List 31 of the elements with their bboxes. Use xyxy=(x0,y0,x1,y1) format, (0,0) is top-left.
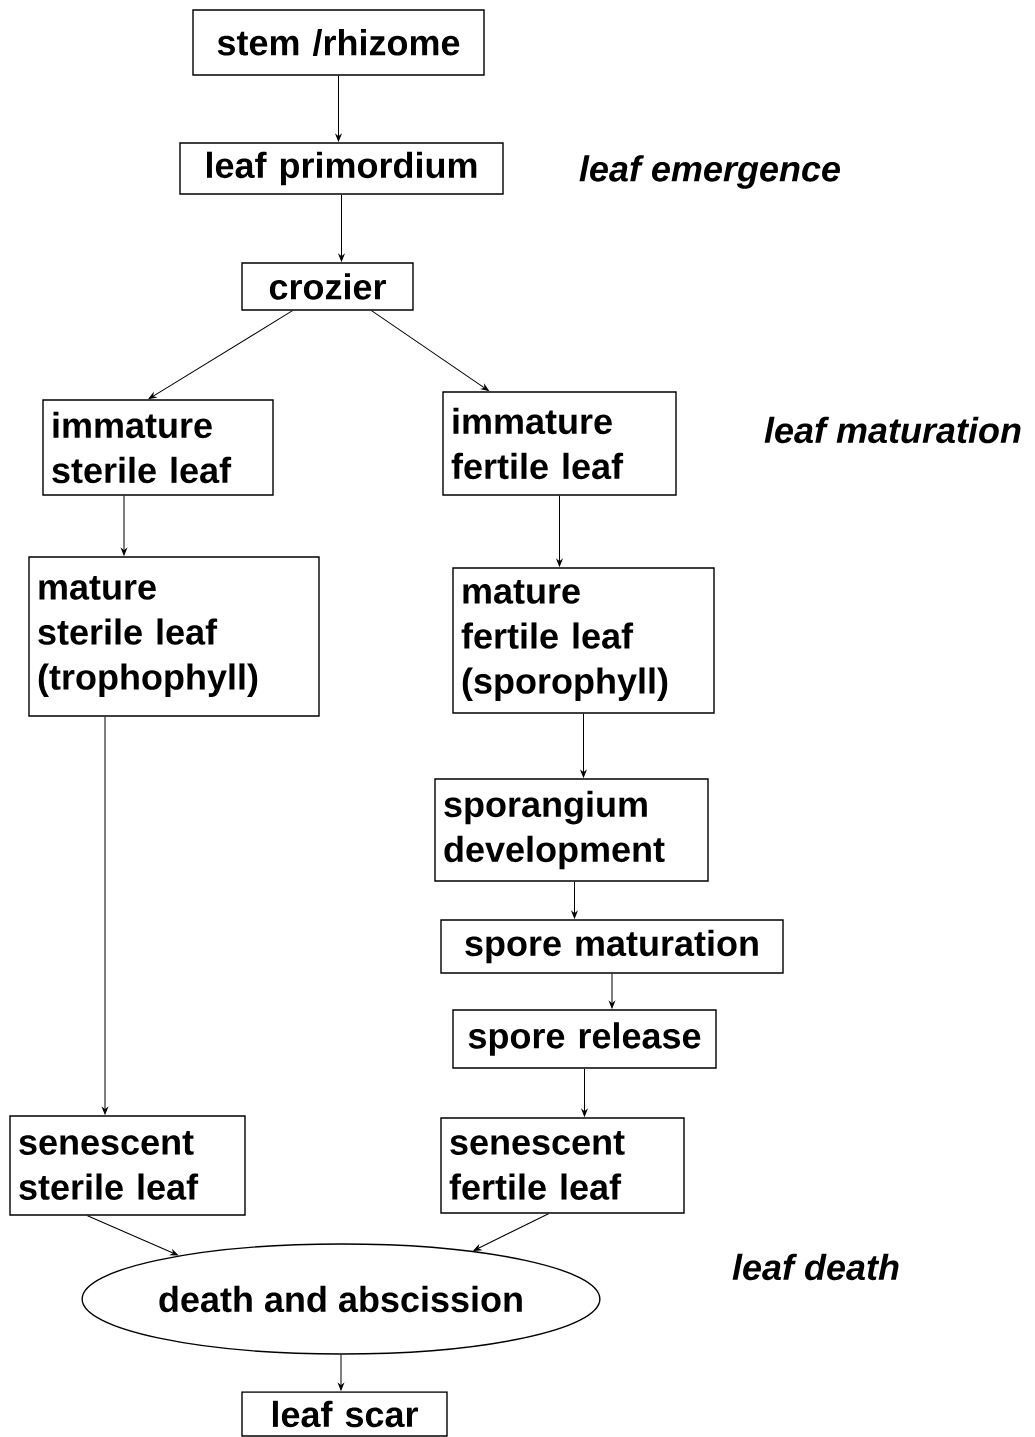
arrow xyxy=(102,716,108,1115)
process-box: spore maturation xyxy=(440,919,784,974)
arrow xyxy=(556,495,563,567)
process-box: immature fertile leaf xyxy=(442,391,677,496)
stage-label: leaf maturation xyxy=(764,416,1021,444)
arrow xyxy=(581,1068,588,1117)
arrow xyxy=(609,973,615,1009)
process-box: sporangium development xyxy=(434,778,709,882)
process-box: stem /rhizome xyxy=(192,9,485,76)
arrow xyxy=(371,310,489,391)
stage-label: leaf death xyxy=(732,1253,899,1281)
arrow xyxy=(148,310,293,400)
process-box: leaf scar xyxy=(241,1391,448,1437)
process-box: immature sterile leaf xyxy=(42,399,274,496)
process-box: leaf primordium xyxy=(179,142,504,195)
process-box: mature sterile leaf (trophophyll) xyxy=(28,556,320,717)
arrow xyxy=(580,713,587,778)
process-box: mature fertile leaf (sporophyll) xyxy=(452,567,715,714)
arrow xyxy=(338,194,345,262)
ellipse-node: death and abscission xyxy=(81,1243,601,1355)
arrow xyxy=(87,1215,178,1256)
stage-label: leaf emergence xyxy=(579,155,840,189)
process-box: senescent sterile leaf xyxy=(9,1115,246,1216)
arrow xyxy=(473,1213,549,1251)
arrow xyxy=(571,881,578,919)
process-box: senescent fertile leaf xyxy=(440,1117,685,1214)
arrow xyxy=(335,75,342,142)
arrow xyxy=(121,495,127,556)
process-box: spore release xyxy=(452,1009,717,1069)
arrow xyxy=(338,1354,344,1391)
process-box: crozier xyxy=(241,262,414,311)
